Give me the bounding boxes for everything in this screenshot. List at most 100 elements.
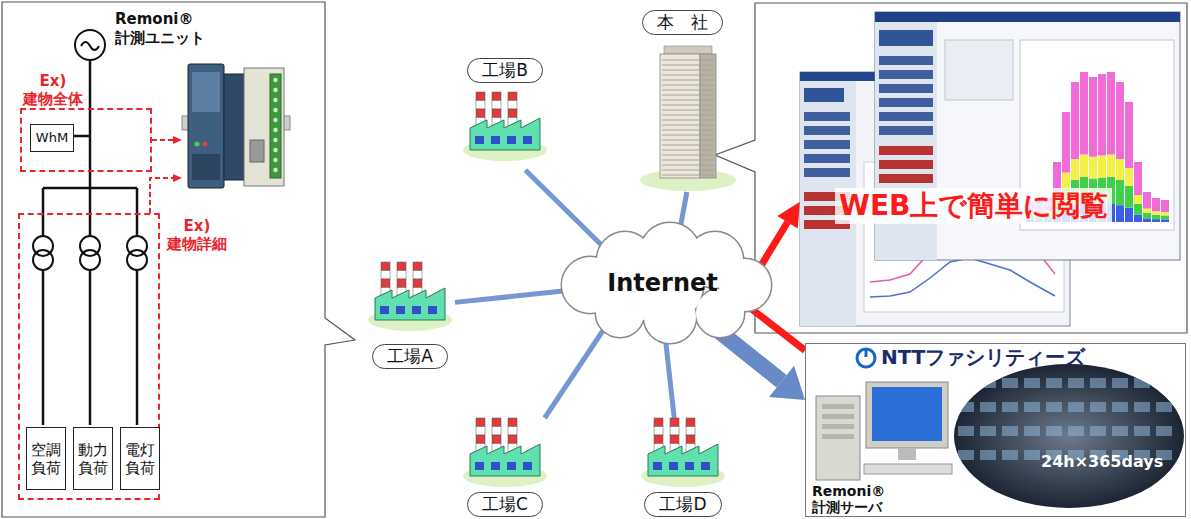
- terminal-screw: [273, 108, 277, 112]
- chart-bar: [1143, 218, 1151, 222]
- menu-item: [879, 146, 933, 155]
- callout-panel: [715, 3, 1187, 333]
- measuring-unit: Remoni® 計測ユニット: [182, 60, 290, 192]
- source-symbol: [75, 30, 105, 60]
- text-slot: NTTファシリティーズ: [881, 345, 1085, 369]
- connector: [152, 139, 173, 141]
- text-slot: 24h×365days: [1041, 452, 1163, 472]
- factory: 工場B: [462, 56, 548, 170]
- chimney-band: [686, 418, 695, 427]
- wall-monitor: [980, 378, 996, 388]
- tower-window-row: [662, 150, 714, 151]
- chimney-band: [476, 109, 485, 118]
- tower-window-row: [662, 65, 714, 66]
- monitor-screen: [872, 387, 942, 441]
- chart-bar: [1125, 102, 1133, 168]
- terminal-screw: [273, 78, 277, 82]
- chimney-band: [508, 101, 517, 110]
- transformer-symbol: [33, 250, 53, 270]
- text-slot: Ex) 建物全体: [18, 72, 88, 108]
- menu-item: [804, 112, 850, 121]
- load-label: 電灯負荷: [124, 441, 156, 477]
- chart-bar: [1116, 159, 1124, 180]
- wall-monitor: [958, 450, 974, 460]
- tower-window-row: [662, 170, 714, 171]
- cloud-label: Internet: [607, 269, 717, 297]
- logo-block: [879, 30, 933, 46]
- wall-monitor: [958, 426, 974, 436]
- chimney-band: [492, 435, 501, 444]
- factory-window: [491, 462, 500, 470]
- tower-window-row: [662, 155, 714, 156]
- menu-item: [879, 174, 933, 183]
- place-label: 工場B: [467, 58, 543, 83]
- control-room-monitors: [958, 378, 1172, 460]
- chart-bar: [1125, 168, 1133, 186]
- wall-monitor: [1090, 402, 1106, 412]
- chimney-band: [508, 109, 517, 118]
- side-menu: [875, 22, 937, 260]
- dashed-region: Ex) 建物全体WhM: [20, 108, 152, 172]
- terminal-screw: [273, 148, 277, 152]
- load-box: 電灯負荷: [120, 427, 160, 490]
- menu-item: [879, 112, 933, 121]
- wall-monitor: [1024, 426, 1040, 436]
- chart-bar: [1116, 205, 1124, 222]
- wall-monitor: [1002, 378, 1018, 388]
- tower-window-row: [662, 80, 714, 81]
- factory-building: [375, 288, 445, 320]
- chimney-band: [670, 427, 679, 436]
- text-slot: WEB上で簡単に閲覧: [835, 188, 1112, 224]
- factory-window: [475, 136, 484, 144]
- drive-bay: [822, 404, 854, 409]
- chart-bar: [1152, 215, 1160, 219]
- chimney-band: [476, 418, 485, 427]
- tower-side: [700, 54, 716, 178]
- place-label: 本 社: [642, 10, 723, 35]
- chimney-band: [492, 101, 501, 110]
- menu-item: [804, 154, 850, 163]
- terminal-screw: [273, 168, 277, 172]
- chart-bar: [1134, 215, 1142, 222]
- wall-monitor: [1002, 402, 1018, 412]
- chart-bar: [1062, 112, 1070, 173]
- wall-monitor: [1068, 402, 1084, 412]
- terminal-screw: [273, 98, 277, 102]
- load-label: 動力負荷: [77, 441, 109, 477]
- chimney-band: [476, 427, 485, 436]
- tower-window-row: [662, 175, 714, 176]
- text-slot: 本 社: [630, 10, 735, 35]
- factory-building: [648, 444, 718, 476]
- wall-monitor: [1046, 378, 1062, 388]
- unit-module: [188, 64, 224, 188]
- text-slot: 電灯負荷: [121, 428, 159, 489]
- chart-bar: [1152, 198, 1160, 211]
- tower-window-row: [662, 135, 714, 136]
- tower-window-row: [662, 90, 714, 91]
- chimney-band: [413, 279, 422, 288]
- chart-bar: [1161, 200, 1169, 212]
- terminal-strip: [270, 74, 281, 178]
- chimney-band: [492, 109, 501, 118]
- wall-monitor: [1156, 402, 1172, 412]
- wire: [42, 270, 45, 425]
- text-slot: Remoni® 計測ユニット: [115, 10, 215, 48]
- place-label: 工場C: [467, 492, 543, 517]
- chimney-band: [492, 418, 501, 427]
- tower-window-row: [662, 100, 714, 101]
- logo-mark: [865, 349, 868, 357]
- chart-bar: [1152, 219, 1160, 222]
- terminal-screw: [273, 128, 277, 132]
- node-art: [800, 12, 1180, 326]
- wall-monitor: [1046, 402, 1062, 412]
- chart-bar: [1152, 211, 1160, 215]
- chimney-band: [381, 262, 390, 271]
- chart-line: [870, 258, 1055, 297]
- tower-crown: [664, 46, 712, 54]
- chimney-band: [508, 427, 517, 436]
- connector: [545, 320, 610, 418]
- chart-bar: [1161, 212, 1169, 215]
- factory-window: [507, 462, 516, 470]
- wall-monitor: [1002, 450, 1018, 460]
- terminal-screw: [273, 118, 277, 122]
